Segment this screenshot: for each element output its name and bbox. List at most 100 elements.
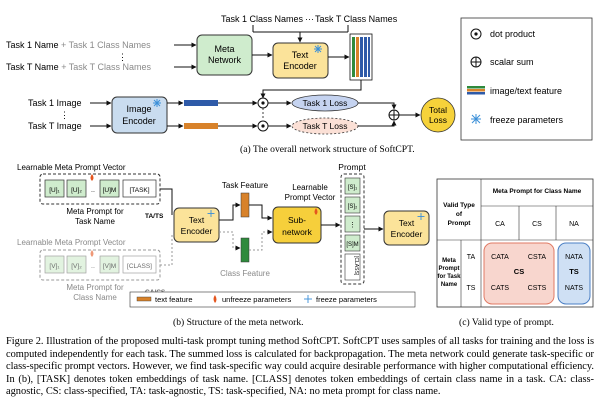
meta-prompt-task-l1: Meta Prompt for <box>66 207 124 216</box>
class-feature-label: Class Feature <box>220 269 270 278</box>
flame-icon <box>314 208 318 215</box>
token-top-3: [TASK] <box>129 187 149 194</box>
token-bottom-2: [V]M <box>103 263 116 270</box>
task-feature-label: Task Feature <box>222 181 269 190</box>
prompt-label: Prompt <box>338 162 366 172</box>
snowflake-icon <box>471 114 481 124</box>
ellipsis-a1: ⋮ <box>118 52 127 62</box>
subnetwork-l1: Sub- <box>288 215 306 225</box>
meta-text-encoder-box <box>173 207 220 243</box>
row-header-l4: Name <box>441 282 458 288</box>
col-ca: CA <box>495 221 505 228</box>
valid-type-l1: Valid Type <box>443 202 475 209</box>
prompt-text-encoder-l1: Text <box>399 218 415 228</box>
dot-product-node-1 <box>257 97 269 109</box>
part-a: Task 1 Class Names ··· Task T Class Name… <box>6 14 456 155</box>
taskT-class-names-label: Task T Class Names <box>315 14 398 24</box>
taskT-image-label: Task T Image <box>28 121 82 131</box>
prompt-token-3: [S]M <box>346 242 358 248</box>
text-encoder-box <box>272 42 329 79</box>
prompt-token-2: ⋮ <box>349 222 356 229</box>
legend-image-text-feature: image/text feature <box>490 86 562 96</box>
snowflake-icon <box>207 210 215 217</box>
meta-text-encoder-l2: Encoder <box>181 226 213 236</box>
dot-product-node-T <box>257 120 269 132</box>
image-feature-bar-1 <box>184 100 218 106</box>
part-c: Meta Prompt for Class Name Valid Type of… <box>436 178 594 328</box>
task1-image-label: Task 1 Image <box>28 98 82 108</box>
text-encoder-label-1: Text <box>292 50 309 60</box>
legend-scalar-sum: scalar sum <box>490 57 534 67</box>
prompt-tokens: [S]₁ [S]₂ ⋮ [S]M [CLASS] <box>344 177 361 281</box>
feature-icon <box>467 86 485 95</box>
cell-cata: CATA <box>491 254 509 261</box>
col-na: NA <box>569 221 579 228</box>
valid-type-l2: of <box>456 211 463 218</box>
image-encoder-box <box>111 96 168 134</box>
image-feature-bar-T <box>184 123 218 129</box>
prompt-token-0: [S]₁ <box>348 185 357 191</box>
total-loss-label-1: Total <box>429 105 447 115</box>
cell-csta: CSTA <box>528 254 546 261</box>
ts-region <box>557 242 591 305</box>
scalar-sum-icon <box>470 56 482 68</box>
dots-label: ··· <box>305 14 314 24</box>
cell-nats: NATS <box>565 285 583 292</box>
snowflake-icon <box>153 99 161 107</box>
image-encoder-label-2: Encoder <box>122 116 156 126</box>
task-feature-bar <box>240 192 250 218</box>
task1-loss-label: Task 1 Loss <box>303 98 348 108</box>
meta-network-label-1: Meta <box>214 44 234 54</box>
meta-prompt-class-l2: Class Name <box>73 293 117 302</box>
learnable-vector-bottom: Learnable Meta Prompt Vector <box>17 238 126 247</box>
ta-ts-label: TA/TS <box>145 213 164 220</box>
valid-type-l3: Prompt <box>448 220 472 227</box>
svg-text:..: .. <box>91 187 95 194</box>
learnable-prompt-l2: Prompt Vector <box>285 193 336 202</box>
legend-b: text feature unfreeze parameters freeze … <box>129 291 416 308</box>
cell-cats: CATS <box>491 285 509 292</box>
flame-icon <box>213 295 217 303</box>
token-top-0: [U]₁ <box>49 187 60 194</box>
scalar-sum-node <box>388 109 400 121</box>
caption-c: (c) Valid type of prompt. <box>459 317 554 328</box>
snowflake-icon <box>314 45 322 53</box>
cell-csts: CSTS <box>528 285 547 292</box>
learnable-vector-top: Learnable Meta Prompt Vector <box>17 163 126 172</box>
snowflake-icon <box>304 295 312 303</box>
token-top-1: [U]₂ <box>71 187 82 194</box>
meta-text-encoder-l1: Text <box>189 215 205 225</box>
taskT-loss-label: Task T Loss <box>302 121 347 131</box>
caption-b: (b) Structure of the meta network. <box>173 317 304 328</box>
token-row-top: [U]₁ [U]₂ .. [U]M [TASK] <box>44 174 157 198</box>
figure-caption: Figure 2. Illustration of the proposed m… <box>6 336 594 398</box>
token-row-bottom: [V]₁ [V]₂ .. [V]M [CLASS] <box>44 250 157 274</box>
caption-a: (a) The overall network structure of Sof… <box>240 144 415 155</box>
prompt-token-1: [S]₂ <box>348 204 358 210</box>
legend-freeze: freeze parameters <box>490 115 564 125</box>
cs-region <box>483 242 555 305</box>
text-feature-stack <box>349 33 373 81</box>
prompt-text-encoder-l2: Encoder <box>391 229 423 239</box>
meta-prompt-task-l2: Task Name <box>75 217 116 226</box>
flame-icon <box>90 174 94 181</box>
cell-nata: NATA <box>565 254 583 261</box>
cell-cs: CS <box>514 267 524 276</box>
cell-ts: TS <box>569 267 579 276</box>
meta-network-label-2: Network <box>208 55 242 65</box>
subnetwork-box <box>272 206 322 244</box>
token-top-2: [U]M <box>103 187 117 194</box>
row-header-l3: for Task <box>438 274 462 280</box>
prompt-token-4: [CLASS] <box>353 256 359 276</box>
class-feature-bar <box>240 237 250 263</box>
row-ts: TS <box>467 285 476 292</box>
total-loss-label-2: Loss <box>429 115 447 125</box>
dot-product-icon <box>470 28 482 40</box>
image-encoder-label-1: Image <box>126 104 151 114</box>
token-bottom-0: [V]₁ <box>49 263 60 270</box>
task1-class-names-label: Task 1 Class Names <box>221 14 304 24</box>
token-bottom-3: [CLASS] <box>127 263 152 270</box>
text-encoder-label-2: Encoder <box>283 61 317 71</box>
row-header-l1: Meta <box>442 258 456 264</box>
